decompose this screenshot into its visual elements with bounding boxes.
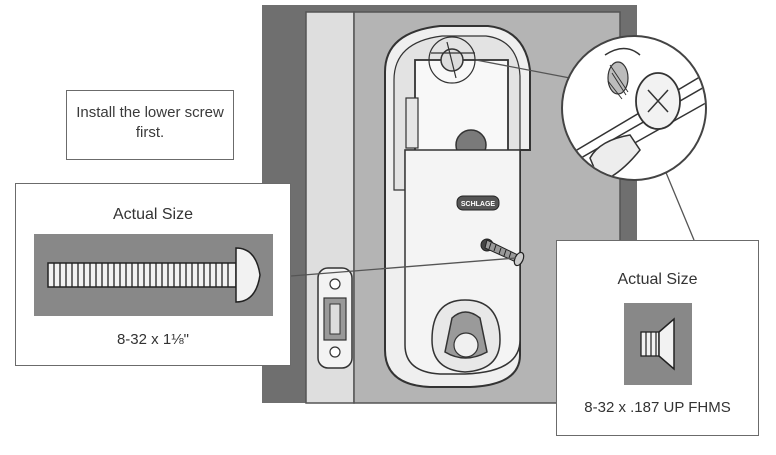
lower-screw-title: Actual Size — [112, 206, 194, 223]
instruction-callout: Install the lower screw first. — [66, 90, 234, 160]
lock-body: SCHLAGE — [384, 25, 531, 388]
leader-line-upper-magnifier — [475, 59, 571, 79]
upper-screw-size: 8-32 x .187 UP FHMS — [584, 399, 731, 416]
lower-screw-swatch — [34, 234, 273, 316]
flat-head-screw-icon — [640, 317, 675, 371]
lower-screw — [484, 239, 525, 267]
brand-logo: SCHLAGE — [461, 201, 496, 208]
instruction-text: Install the lower screw first. — [76, 104, 224, 141]
latch-faceplate — [317, 267, 353, 369]
machine-screw-icon — [47, 247, 261, 303]
lower-screw-callout: Actual Size 8-32 x — [15, 183, 291, 366]
upper-screw-swatch — [624, 303, 692, 385]
leader-line-lower-box — [290, 257, 517, 277]
upper-screw-callout: Actual Size 8-32 x .187 UP FHMS — [556, 240, 759, 436]
upper-screw-title: Actual Size — [617, 271, 698, 288]
thumb-turn — [431, 299, 501, 373]
brand-badge — [456, 195, 500, 211]
lower-screw-size: 8-32 x 1⅛" — [116, 331, 190, 348]
